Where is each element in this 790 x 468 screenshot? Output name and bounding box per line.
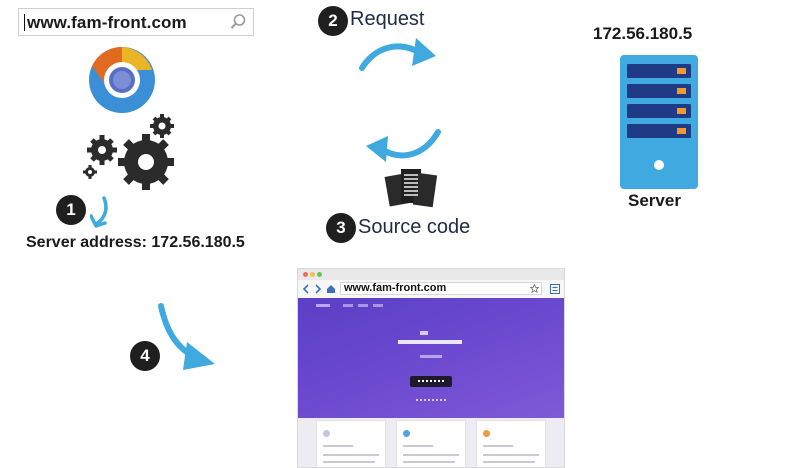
server-icon — [620, 55, 698, 189]
step-2-badge: 2 — [318, 6, 348, 36]
gear-tiny-icon — [83, 165, 97, 179]
search-icon[interactable] — [229, 13, 247, 31]
step-1-badge: 1 — [56, 195, 86, 225]
preview-url-text: www.fam-front.com — [344, 282, 447, 294]
preview-feature-cards — [298, 418, 564, 467]
step-4-arrow-icon — [158, 303, 215, 370]
browser-titlebar — [298, 269, 564, 280]
preview-nav-link — [358, 304, 368, 307]
browser-toolbar: www.fam-front.com — [298, 280, 564, 299]
text-caret — [24, 14, 25, 31]
website-preview: www.fam-front.com — [297, 268, 565, 468]
preview-hero-subtext — [420, 355, 442, 358]
preview-hero — [298, 298, 564, 418]
source-code-arrow-icon — [366, 129, 441, 162]
preview-nav-link — [343, 304, 353, 307]
preview-cta-button — [410, 376, 452, 387]
step-1-arrow-icon — [90, 196, 108, 228]
preview-card — [316, 420, 386, 467]
preview-address-bar[interactable]: www.fam-front.com — [340, 282, 542, 295]
preview-logo — [316, 304, 330, 307]
request-arrow-icon — [359, 38, 436, 71]
preview-hero-heading — [398, 340, 462, 344]
gear-medium-icon — [87, 135, 117, 165]
gear-small-icon — [150, 114, 174, 138]
nav-buttons-icon[interactable] — [302, 284, 336, 294]
browser-gears-illustration — [83, 46, 174, 190]
preview-card — [476, 420, 546, 467]
step-4-badge: 4 — [130, 341, 160, 371]
step-3-badge: 3 — [326, 213, 356, 243]
browser-url-bar[interactable]: www.fam-front.com — [18, 8, 254, 36]
preview-carousel-dots — [416, 399, 446, 403]
server-ip-label: 172.56.180.5 — [593, 24, 693, 43]
documents-icon — [384, 169, 438, 208]
preview-nav-link — [373, 304, 383, 307]
maximize-dot[interactable] — [317, 272, 322, 277]
url-text: www.fam-front.com — [27, 13, 187, 32]
server-label: Server — [628, 191, 681, 210]
preview-hero-icon — [420, 331, 428, 335]
close-dot[interactable] — [303, 272, 308, 277]
request-label: Request — [350, 8, 425, 30]
star-icon[interactable] — [530, 284, 539, 293]
source-code-label: Source code — [358, 216, 471, 238]
minimize-dot[interactable] — [310, 272, 315, 277]
server-address-label: Server address: 172.56.180.5 — [26, 234, 245, 251]
chrome-icon — [89, 46, 155, 113]
preview-card — [396, 420, 466, 467]
gear-large-icon — [118, 134, 174, 190]
menu-icon[interactable] — [550, 284, 560, 294]
